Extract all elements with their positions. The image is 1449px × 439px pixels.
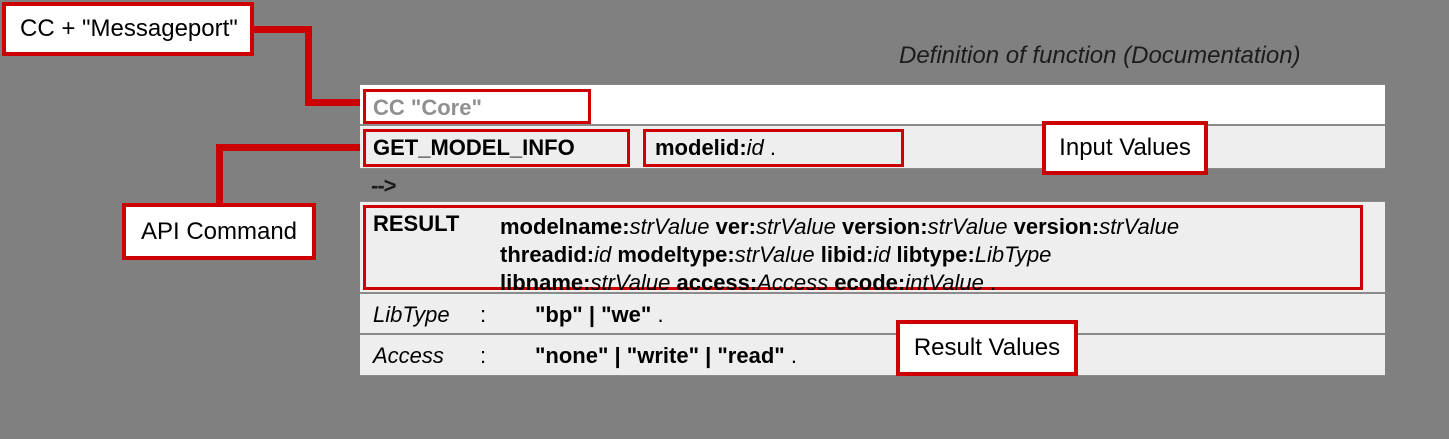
page-title: Definition of function (Documentation) <box>899 42 1301 69</box>
connector-messageport-horizontal-top <box>252 26 312 33</box>
result-field-key: libname: <box>500 270 591 296</box>
doc-row-command: GET_MODEL_INFO modelid:id . <box>360 125 1385 169</box>
connector-api-command-vertical <box>216 144 223 206</box>
result-field-type: strValue <box>927 214 1008 239</box>
access-values-text: "none" | "write" | "read" <box>535 343 785 368</box>
result-field-key: modelname: <box>500 214 630 239</box>
result-field-type: strValue <box>755 214 836 239</box>
core-label: CC "Core" <box>373 95 482 120</box>
result-field-type: strValue <box>1099 214 1180 239</box>
param-key: modelid: <box>655 135 747 160</box>
result-field-type: strValue <box>734 242 815 268</box>
result-field-key: version: <box>841 214 928 239</box>
doc-row-result: RESULT modelname:strValue ver:strValue v… <box>360 201 1385 295</box>
connector-messageport-horizontal-bottom <box>305 99 365 106</box>
result-field-key: ver: <box>715 214 756 239</box>
result-field-line: threadid:id modeltype:strValue libid:id … <box>500 241 1179 269</box>
result-field-type: LibType <box>974 242 1052 268</box>
connector-api-command-horizontal <box>216 144 366 151</box>
param-terminator: . <box>763 135 777 160</box>
libtype-terminator: . <box>651 302 664 327</box>
doc-row-arrow: --> <box>360 169 1385 201</box>
callout-api-command: API Command <box>122 203 316 260</box>
input-parameter-highlight-box <box>643 129 904 167</box>
libtype-name: LibType <box>373 302 450 327</box>
arrow-glyph-icon: --> <box>371 173 396 198</box>
callout-input-values: Input Values <box>1042 121 1208 175</box>
api-command-label: GET_MODEL_INFO <box>373 135 575 160</box>
result-field-type: Access <box>757 270 829 296</box>
doc-row-access: Access : "none" | "write" | "read" . <box>360 334 1385 376</box>
libtype-colon: : <box>480 302 487 327</box>
result-field-line: libname:strValue access:Access ecode:int… <box>500 269 1179 297</box>
result-keyword: RESULT <box>373 211 460 236</box>
result-fields: modelname:strValue ver:strValue version:… <box>500 213 1179 297</box>
libtype-values-text: "bp" | "we" <box>535 302 652 327</box>
result-field-key: libid: <box>820 242 874 268</box>
access-values: "none" | "write" | "read" . <box>535 345 797 367</box>
result-field-line: modelname:strValue ver:strValue version:… <box>500 213 1179 241</box>
input-parameter-label: modelid:id . <box>655 137 776 159</box>
result-field-key: libtype: <box>896 242 975 268</box>
libtype-values: "bp" | "we" . <box>535 304 664 326</box>
result-field-type: strValue <box>590 270 671 296</box>
result-field-type: strValue <box>629 214 710 239</box>
result-field-key: threadid: <box>500 242 595 268</box>
result-terminator: . <box>983 270 997 296</box>
access-name: Access <box>373 343 444 368</box>
callout-result-values: Result Values <box>896 320 1078 376</box>
documentation-panel: CC "Core" GET_MODEL_INFO modelid:id . --… <box>360 84 1385 376</box>
result-field-key: version: <box>1013 214 1100 239</box>
result-highlight-box <box>363 205 1363 290</box>
callout-messageport: CC + "Messageport" <box>2 2 254 56</box>
result-field-type: intValue <box>905 270 984 296</box>
doc-row-libtype: LibType : "bp" | "we" . <box>360 293 1385 334</box>
result-field-type: id <box>594 242 612 268</box>
access-colon: : <box>480 343 487 368</box>
result-field-key: ecode: <box>834 270 906 296</box>
connector-messageport-vertical <box>305 26 312 106</box>
api-command-highlight-box <box>363 129 630 167</box>
result-field-type: id <box>873 242 891 268</box>
core-highlight-box <box>363 89 591 124</box>
doc-row-core: CC "Core" <box>360 84 1385 125</box>
access-terminator: . <box>784 343 797 368</box>
result-field-key: access: <box>676 270 758 296</box>
result-field-key: modeltype: <box>617 242 735 268</box>
param-type: id <box>746 135 764 160</box>
